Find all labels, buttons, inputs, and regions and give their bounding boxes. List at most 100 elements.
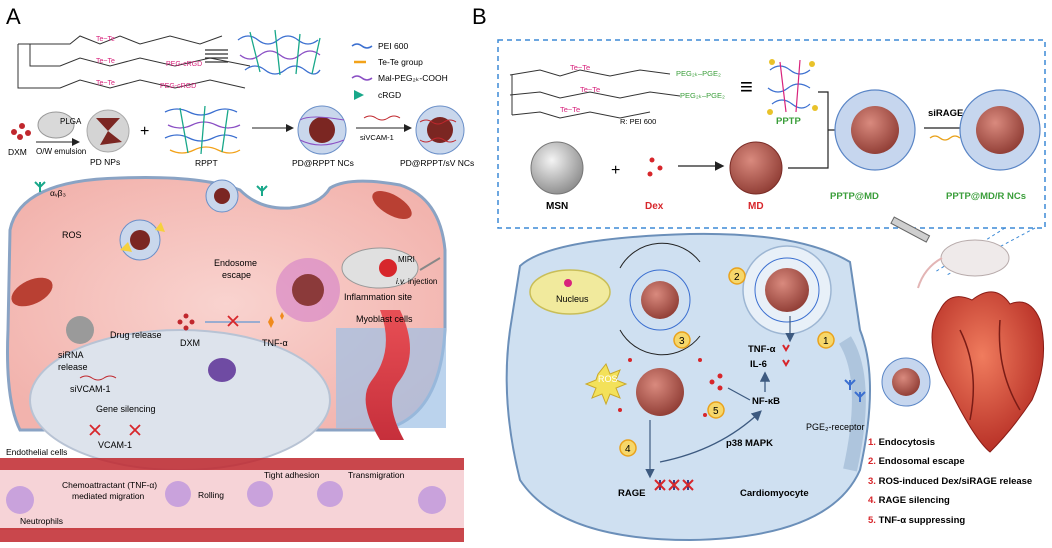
pptp-label: PPTP	[776, 116, 801, 127]
panel-b-mouse	[890, 216, 1045, 453]
nucleus-icon	[529, 269, 611, 315]
step-badge	[728, 267, 746, 285]
step-number: 1	[823, 336, 829, 347]
legend-item: 3. ROS-induced Dex/siRAGE release	[868, 476, 1032, 487]
nanocarrier-core	[130, 230, 150, 250]
synthesis-row: DXM PLGA O/W emulsion PD NPs + RPPT	[8, 105, 474, 168]
tnf-label: TNF-α	[748, 344, 776, 355]
cardiomyocyte-cell: Nucleus ROS TNF-α IL-6	[505, 232, 931, 542]
rppt-label: RPPT	[195, 158, 218, 168]
te-group-label: Te~Te	[96, 36, 115, 43]
step-badge	[817, 331, 835, 349]
equiv-symbol: ≡	[740, 74, 753, 99]
te-label: Te~Te	[570, 63, 590, 72]
gene-silencing-label: Gene silencing	[96, 404, 156, 414]
escaped-nc-shell	[629, 269, 691, 331]
ros-burst-icon	[120, 222, 165, 252]
heart-vessels-icon	[959, 319, 1021, 421]
transmigration-label: Transmigration	[348, 470, 405, 480]
ros-burst-icon	[584, 363, 628, 406]
panel-b-molecule	[509, 69, 681, 119]
plus-sign: +	[140, 123, 149, 140]
panel-b-letter: B	[472, 4, 487, 29]
crgd-legend-icon	[354, 90, 364, 100]
syringe-icon	[890, 216, 931, 243]
nucleus-label: Nucleus	[556, 294, 589, 304]
neutrophil-icon	[6, 486, 34, 514]
panel-a-cell: αᵥβ₃ ROS Endosome escape siRNA release D…	[6, 176, 447, 471]
endosome-label: Endosome	[214, 258, 257, 268]
ros-nc-core	[636, 368, 684, 416]
neutrophils-label: Neutrophils	[20, 516, 63, 526]
panel-a: A Te~Te Te~Te Te~Te PEG-cRGD PEG-cRGD	[0, 4, 474, 542]
dxm-label: DXM	[8, 147, 27, 157]
inhibit-line	[727, 387, 751, 401]
endosome-label: escape	[222, 270, 251, 280]
emulsion-label: O/W emulsion	[36, 147, 86, 156]
plus-sign: +	[611, 162, 620, 179]
nc2-label: PD@RPPT/sV NCs	[400, 158, 474, 168]
sivcam-cell-label: siVCAM-1	[70, 384, 111, 394]
mitochondria-icon	[11, 277, 53, 307]
escape-arc	[619, 242, 701, 269]
rage-label: RAGE	[618, 488, 645, 499]
synthesis-frame	[497, 39, 1046, 229]
sirage-label: siRAGE	[928, 108, 963, 119]
tight-adhesion-label: Tight adhesion	[264, 470, 320, 480]
myoblast-region: Myoblast cells	[336, 310, 446, 440]
mitochondria-icon	[372, 191, 412, 219]
sirna-label: siRNA	[58, 350, 84, 360]
pptp-md-r-nc-icon	[959, 89, 1041, 171]
nanocarrier-core	[214, 188, 230, 204]
legend-item: 5. TNF-α suppressing	[868, 515, 965, 526]
sivcam-top-label: siVCAM-1	[360, 133, 394, 142]
inhibit-x-icon	[227, 315, 239, 327]
endosome-nc-icon	[292, 274, 324, 306]
legend-item: PEI 600	[378, 41, 409, 51]
injection-prefix: i.v.	[396, 277, 406, 286]
panel-b: B Te~Te Te~Te Te~Te PEG₂ₖ–PGE₂ PEG₂ₖ–PGE…	[472, 4, 1046, 542]
dex-cluster-icon	[709, 373, 723, 391]
rppt-polymer-icon	[164, 105, 241, 155]
nucleolus-icon	[208, 358, 236, 382]
ros-label: ROS	[62, 230, 82, 240]
step-number: 4	[625, 444, 631, 455]
integrin-icon	[34, 181, 46, 192]
pge-receptor-label: PGE₂-receptor	[806, 422, 865, 432]
step-badge	[619, 439, 637, 457]
neutrophil-icon	[418, 486, 446, 514]
mal-peg-legend-icon	[351, 75, 373, 81]
plga-label: PLGA	[60, 117, 82, 126]
legend-item: 2. Endosomal escape	[868, 456, 965, 467]
legend-item: Te-Te group	[378, 57, 423, 67]
panel-a-legend: PEI 600 Te-Te group Mal-PEG₂ₖ-COOH cRGD	[351, 41, 448, 100]
nfkb-label: NF-κB	[752, 396, 780, 407]
integrin-label: αᵥβ₃	[50, 188, 66, 198]
peg-crgd-label: PEG-cRGD	[160, 83, 196, 90]
neutrophil-icon	[165, 481, 191, 507]
endosome-nc-core	[765, 268, 809, 312]
integrin-icon	[256, 185, 268, 196]
released-dex-icon	[618, 358, 707, 417]
step-badge	[673, 331, 691, 349]
msn-label: MSN	[546, 201, 568, 212]
vcam-knock-icon	[89, 424, 141, 436]
plga-icon	[37, 111, 75, 139]
panel-b-legend: 1. Endocytosis 2. Endosomal escape 3. RO…	[868, 437, 1032, 526]
pptp-icon	[767, 59, 818, 115]
pd-nps-label: PD NPs	[90, 157, 120, 167]
neutrophil-icon	[247, 481, 273, 507]
peg-crgd-label: PEG-cRGD	[166, 61, 202, 68]
equiv-symbol	[205, 49, 228, 63]
cardio-label: Cardiomyocyte	[740, 488, 809, 499]
mouse-body-icon	[940, 239, 1010, 277]
nucleolus-icon	[564, 279, 572, 287]
sivcam-icon	[79, 375, 117, 381]
escape-arc	[619, 329, 701, 356]
peg-tail-label: PEG₂ₖ–PGE₂	[676, 69, 721, 78]
te-group-label: Te~Te	[96, 80, 115, 87]
rolling-label: Rolling	[198, 490, 224, 500]
panel-a-mouse: MIRI i.v. injection Inflammation site	[341, 247, 441, 302]
mouse-heart-icon	[379, 259, 397, 277]
rage-knock-icon	[654, 479, 694, 491]
